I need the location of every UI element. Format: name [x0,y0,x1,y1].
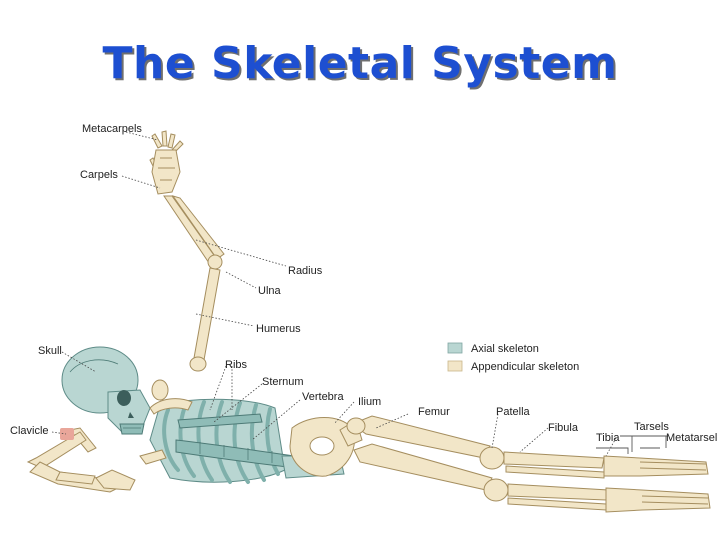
label-radius: Radius [288,265,323,277]
label-ilium: Ilium [358,396,381,408]
shoulder [139,379,193,465]
label-skull: Skull [38,345,62,357]
label-carpels: Carpels [80,169,118,181]
label-tibia: Tibia [596,432,620,444]
label-metacarpels: Metacarpels [82,123,142,135]
raised-arm [149,130,225,372]
label-ulna: Ulna [258,285,282,297]
skull [61,346,151,435]
page-title: The Skeletal System [102,38,618,89]
label-vertebra: Vertebra [302,391,344,403]
legend: Axial skeleton Appendicular skeleton [447,342,579,373]
label-ribs: Ribs [225,359,248,371]
label-metatarsel: Metatarsel [666,432,717,444]
leader-lines [51,131,668,457]
label-femur: Femur [418,406,450,418]
legend-swatch-axial [447,342,463,354]
label-tarsels: Tarsels [634,421,669,433]
legend-label-appendicular: Appendicular skeleton [471,361,579,373]
label-clavicle: Clavicle [10,425,49,437]
legend-label-axial: Axial skeleton [471,343,539,355]
label-sternum: Sternum [262,376,304,388]
supporting-arm [26,427,136,493]
legend-swatch-appendicular [447,360,463,372]
label-fibula: Fibula [548,422,579,434]
legs [346,415,711,513]
label-patella: Patella [496,406,531,418]
label-humerus: Humerus [256,323,301,335]
